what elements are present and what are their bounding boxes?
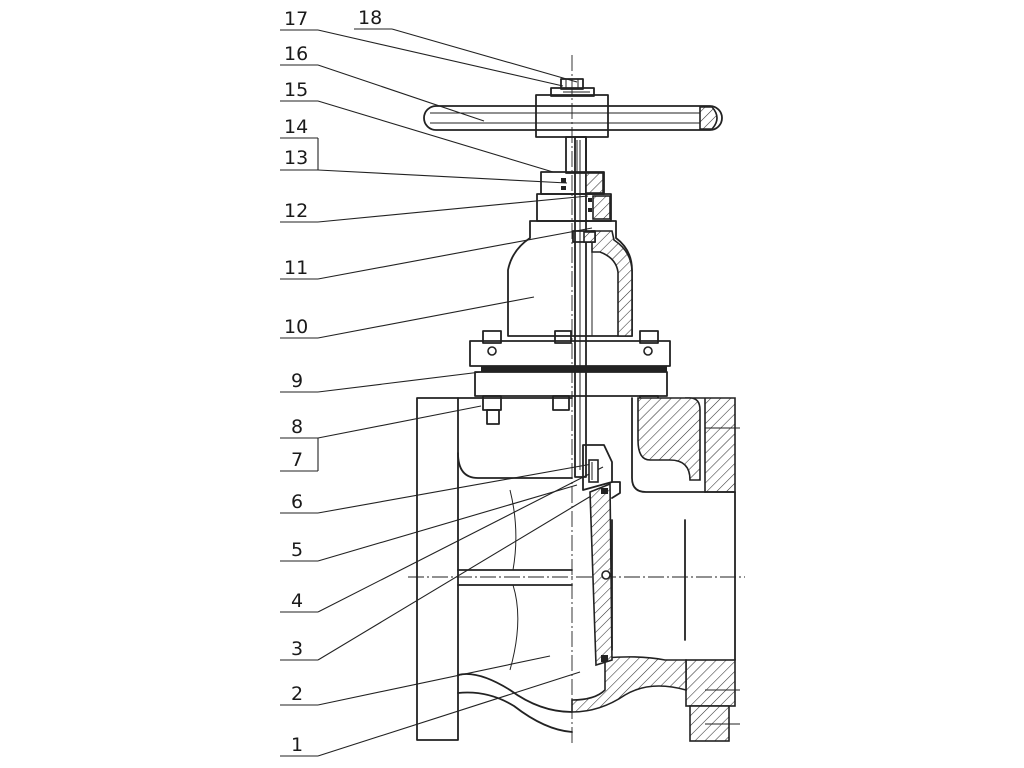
valve-body-right	[571, 397, 740, 742]
callout-15: 15	[284, 79, 308, 101]
callout-9: 9	[291, 370, 303, 392]
gland	[536, 171, 612, 222]
gate-wedge	[582, 444, 621, 667]
callout-14: 14	[284, 116, 308, 138]
callout-13: 13	[284, 147, 308, 169]
leader-lines	[317, 28, 604, 757]
callout-labels: 17 18 16 15 14 13 12 11 10 9 8 7 6 5 4 3…	[284, 7, 382, 756]
callout-12: 12	[284, 200, 308, 222]
callout-1: 1	[291, 734, 303, 756]
callout-5: 5	[291, 539, 303, 561]
bonnet	[507, 220, 633, 337]
stem	[565, 136, 587, 478]
handwheel	[423, 78, 723, 138]
callout-4: 4	[291, 590, 303, 612]
bonnet-flange	[469, 330, 671, 425]
callout-3: 3	[291, 638, 303, 660]
valve-body-left	[416, 397, 573, 741]
callout-17: 17	[284, 8, 308, 30]
callout-18: 18	[358, 7, 382, 29]
valve-assembly	[408, 55, 745, 745]
callout-7: 7	[291, 449, 303, 471]
callout-10: 10	[284, 316, 308, 338]
callout-2: 2	[291, 683, 303, 705]
callout-underlines	[280, 28, 392, 757]
callout-11: 11	[284, 257, 308, 279]
callout-16: 16	[284, 43, 308, 65]
callout-6: 6	[291, 491, 303, 513]
callout-8: 8	[291, 416, 303, 438]
